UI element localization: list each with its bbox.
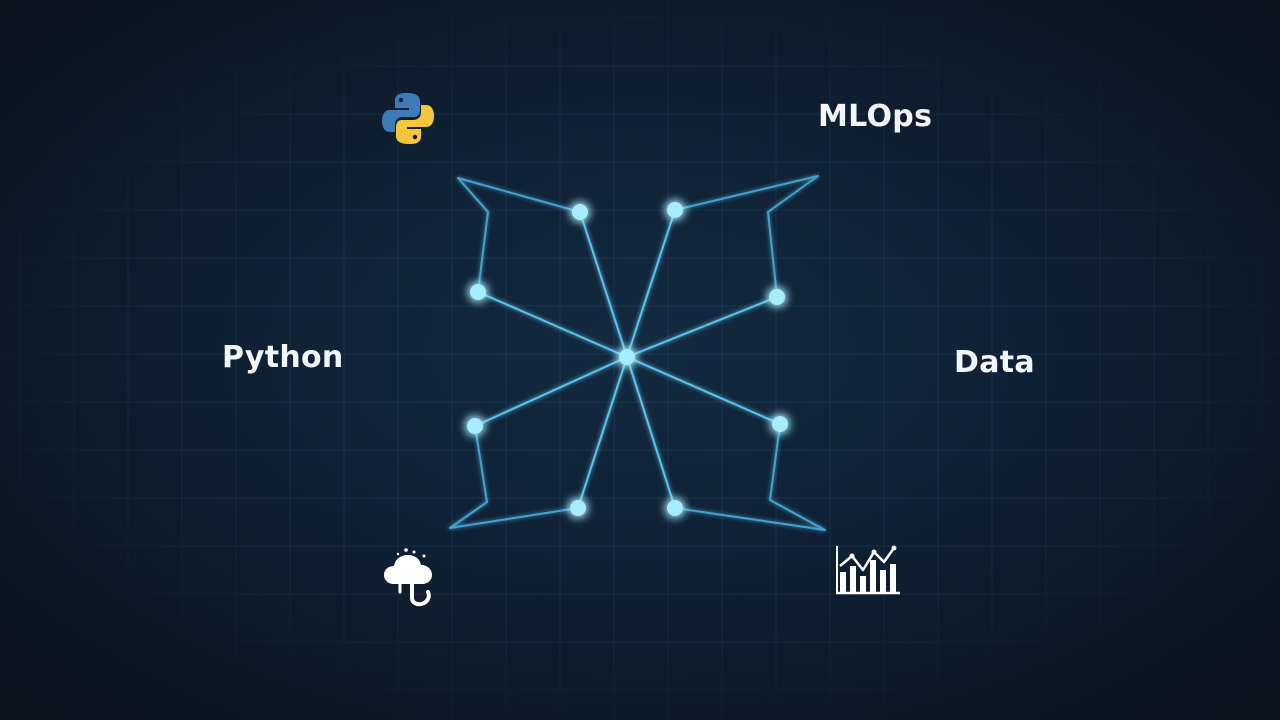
- frame-bottom-left: [449, 425, 579, 529]
- bar-chart-icon: [836, 545, 900, 595]
- node: [470, 284, 486, 300]
- node: [769, 289, 785, 305]
- spoke: [626, 209, 676, 358]
- node: [572, 204, 588, 220]
- spokes: [474, 209, 781, 509]
- center-node: [619, 349, 635, 365]
- cloud-icon: [384, 548, 432, 607]
- label-data: Data: [954, 345, 1035, 380]
- node: [667, 202, 683, 218]
- node: [570, 500, 586, 516]
- nodes: [467, 202, 788, 516]
- label-python: Python: [222, 340, 344, 375]
- spoke: [626, 356, 676, 509]
- spoke: [577, 356, 628, 509]
- spoke: [474, 356, 628, 427]
- node: [467, 418, 483, 434]
- frame-top-right: [674, 175, 819, 298]
- spoke: [626, 296, 778, 358]
- frame-bottom-right: [674, 423, 826, 531]
- spoke: [626, 356, 781, 425]
- python-logo-icon: [382, 93, 434, 144]
- frame-lines: [449, 175, 826, 531]
- frame-top-left: [457, 177, 581, 293]
- node: [772, 416, 788, 432]
- label-mlops: MLOps: [818, 99, 933, 134]
- node: [667, 500, 683, 516]
- spoke: [477, 291, 628, 358]
- spoke: [579, 211, 628, 358]
